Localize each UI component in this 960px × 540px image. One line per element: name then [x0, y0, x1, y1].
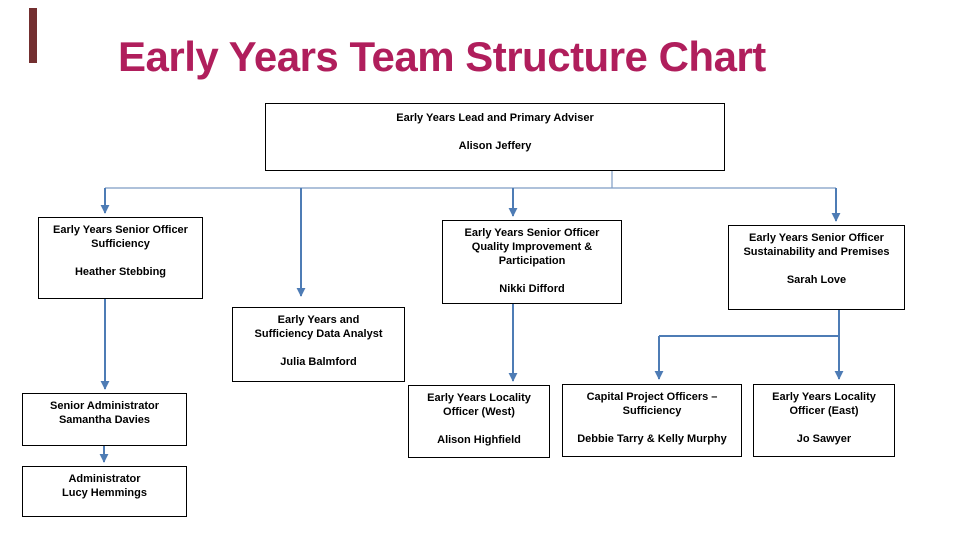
role-text: Early Years Senior Officer Quality Impro… — [464, 227, 600, 267]
person-name: Alison Jeffery — [458, 140, 532, 152]
page-title: Early Years Team Structure Chart — [118, 33, 766, 80]
role-text: Early Years and Sufficiency Data Analyst — [254, 314, 383, 340]
role-text: Capital Project Officers – Sufficiency — [586, 391, 718, 417]
person-name: Nikki Difford — [499, 283, 565, 295]
role-text: Administrator — [68, 473, 141, 485]
accent-bar — [29, 8, 37, 63]
org-box-analyst: Early Years and Sufficiency Data Analyst… — [232, 307, 405, 382]
role-text: Early Years Lead and Primary Adviser — [396, 112, 594, 124]
person-name: Julia Balmford — [280, 356, 357, 368]
person-name: Lucy Hemmings — [62, 487, 147, 499]
person-name: Alison Highfield — [437, 434, 521, 446]
org-box-capital-projects: Capital Project Officers – Sufficiency D… — [562, 384, 742, 457]
org-box-quality: Early Years Senior Officer Quality Impro… — [442, 220, 622, 304]
org-box-lead: Early Years Lead and Primary Adviser Ali… — [265, 103, 725, 171]
org-box-locality-west: Early Years Locality Officer (West) Alis… — [408, 385, 550, 458]
person-name: Samantha Davies — [58, 414, 151, 426]
org-box-admin: Administrator Lucy Hemmings — [22, 466, 187, 517]
person-name: Jo Sawyer — [796, 433, 852, 445]
role-text: Early Years Senior Officer Sustainabilit… — [743, 232, 890, 258]
org-box-sustainability: Early Years Senior Officer Sustainabilit… — [728, 225, 905, 310]
role-text: Early Years Senior Officer Sufficiency — [53, 224, 188, 250]
person-name: Debbie Tarry & Kelly Murphy — [577, 433, 727, 445]
person-name: Heather Stebbing — [74, 266, 167, 278]
role-text: Early Years Locality Officer (West) — [427, 392, 531, 418]
org-box-senior-admin: Senior Administrator Samantha Davies — [22, 393, 187, 446]
org-box-locality-east: Early Years Locality Officer (East) Jo S… — [753, 384, 895, 457]
person-name: Sarah Love — [786, 274, 847, 286]
role-text: Senior Administrator — [50, 400, 159, 412]
org-box-sufficiency: Early Years Senior Officer Sufficiency H… — [38, 217, 203, 299]
role-text: Early Years Locality Officer (East) — [772, 391, 876, 417]
